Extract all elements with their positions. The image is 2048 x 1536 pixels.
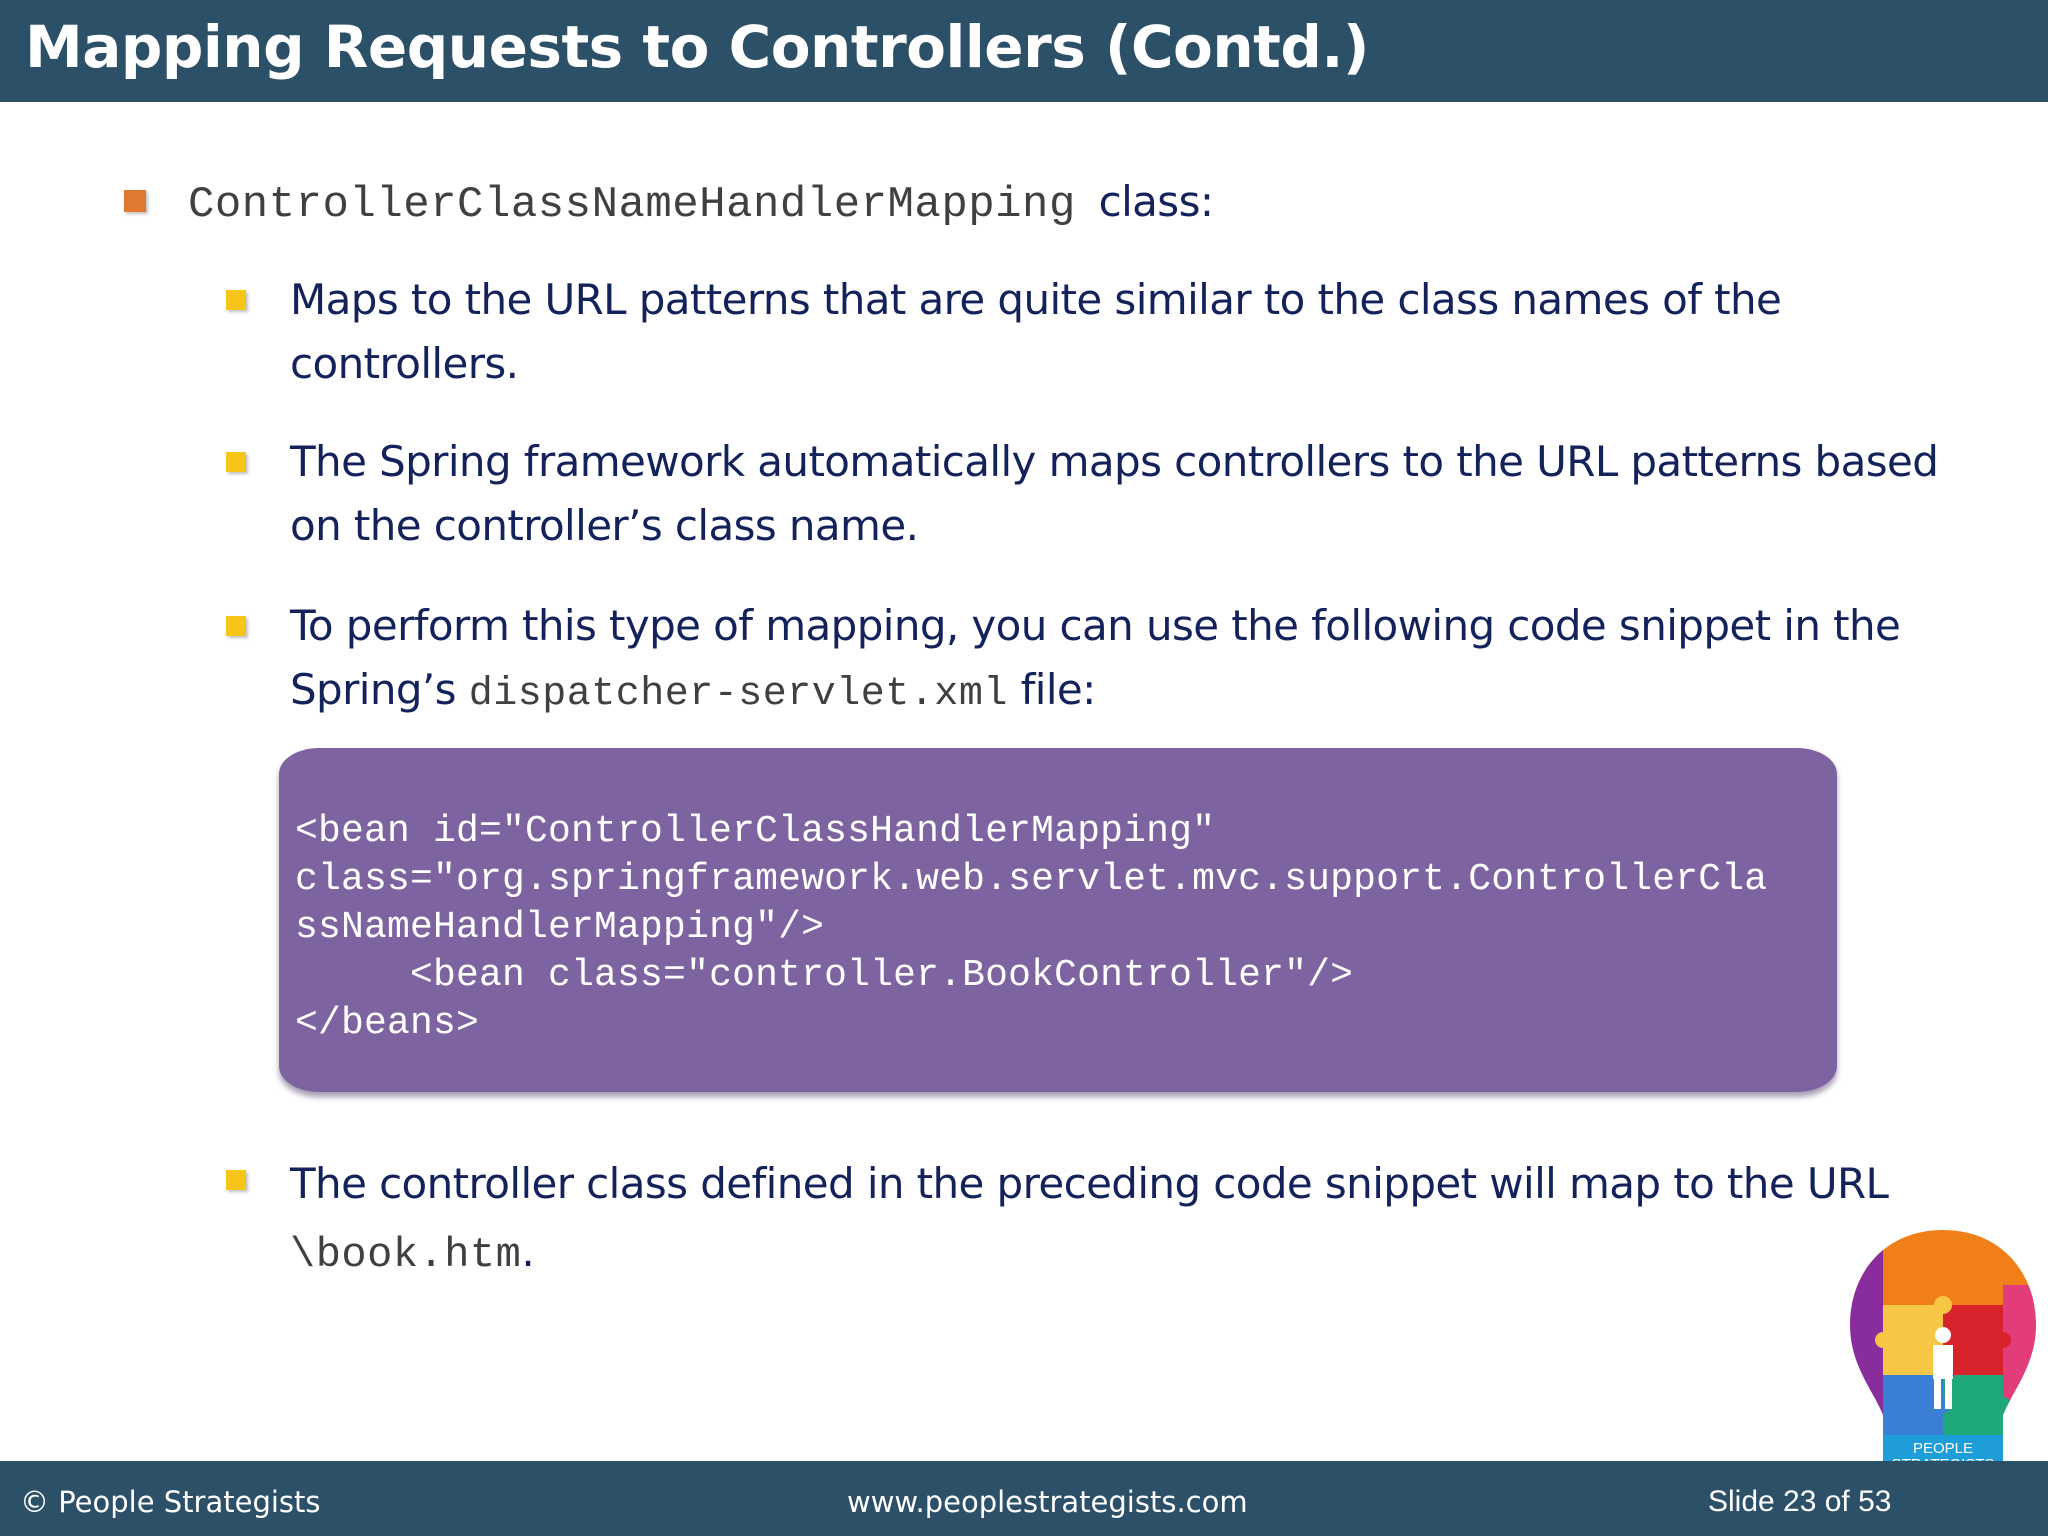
code-line: </beans> <box>295 1002 480 1045</box>
bullet-4-line1: The controller class defined in the prec… <box>290 1159 1889 1208</box>
title-bar: Mapping Requests to Controllers (Contd.) <box>0 0 2048 102</box>
bullet-2: The Spring framework automatically maps … <box>290 430 1939 558</box>
bullet-marker <box>226 290 246 310</box>
bullet-marker <box>226 616 246 636</box>
code-snippet-box <box>279 748 1837 1092</box>
code-line: <bean id="ControllerClassHandlerMapping" <box>295 810 1216 853</box>
bullet-3-suffix: file: <box>1020 665 1097 714</box>
bullet-marker <box>226 452 246 472</box>
code-line: <bean class="controller.BookController"/… <box>295 954 1354 997</box>
slide-title: Mapping Requests to Controllers (Contd.) <box>25 13 1369 81</box>
footer-website: www.peoplestrategists.com <box>847 1485 1248 1519</box>
bullet-2-line2: on the controller’s class name. <box>290 501 919 550</box>
bullet-3-prefix: Spring’s <box>290 665 457 714</box>
heading-code: ControllerClassNameHandlerMapping <box>188 180 1076 230</box>
bullet-1-line2: controllers. <box>290 339 519 388</box>
filename-code: dispatcher-servlet.xml <box>468 672 1008 717</box>
heading-line: ControllerClassNameHandlerMapping class: <box>188 170 1214 237</box>
bullet-4-line2: \book.htm. <box>290 1220 1888 1287</box>
footer-copyright: © People Strategists <box>20 1485 321 1519</box>
url-code: \book.htm <box>290 1231 522 1279</box>
bullet-3-line1: To perform this type of mapping, you can… <box>290 601 1901 650</box>
bullet-2-line1: The Spring framework automatically maps … <box>290 437 1939 486</box>
bullet-3-line2: Spring’s dispatcher-servlet.xml file: <box>290 658 1900 727</box>
bullet-marker <box>124 190 146 212</box>
code-line: ssNameHandlerMapping"/> <box>295 906 825 949</box>
heading-suffix: class: <box>1098 177 1214 226</box>
bullet-1-line1: Maps to the URL patterns that are quite … <box>290 275 1782 324</box>
bullet-4-suffix: . <box>521 1227 535 1276</box>
bullet-marker <box>226 1170 246 1190</box>
code-line: class="org.springframework.web.servlet.m… <box>295 858 1768 901</box>
slide-number: Slide 23 of 53 <box>1708 1485 1892 1518</box>
logo-text-people: PEOPLE <box>1913 1440 1973 1457</box>
code-snippet: <bean id="ControllerClassHandlerMapping"… <box>295 808 1767 1048</box>
bullet-3: To perform this type of mapping, you can… <box>290 594 1901 727</box>
bullet-1: Maps to the URL patterns that are quite … <box>290 268 1782 396</box>
bullet-4: The controller class defined in the prec… <box>290 1152 1889 1287</box>
footer-bar <box>0 1461 2048 1536</box>
